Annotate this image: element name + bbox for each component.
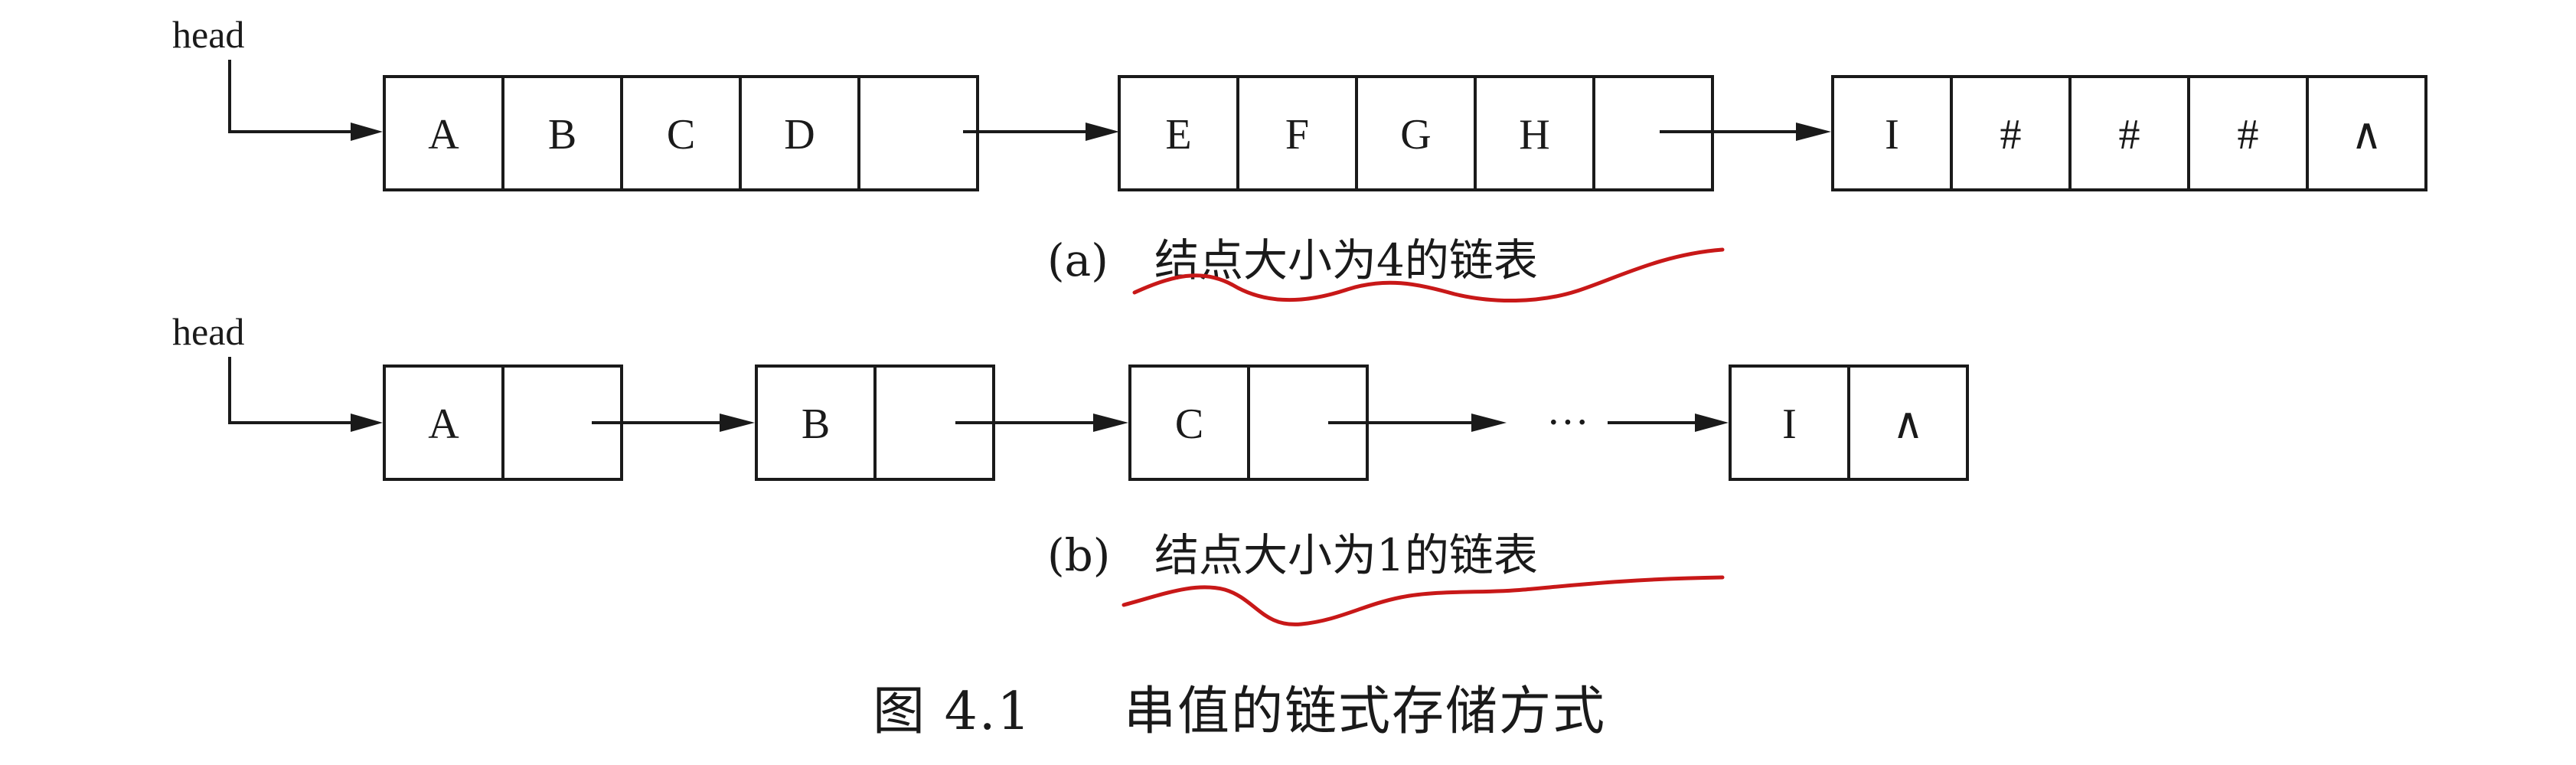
head-label-b: head <box>172 310 244 353</box>
row-a-nodes: A B C D E F G H I # # # ∧ <box>383 75 2427 191</box>
node-cell <box>857 75 979 191</box>
node-cell <box>1236 75 1358 191</box>
node-cell-value: C <box>667 111 695 159</box>
node-cell <box>1729 365 1850 481</box>
node-cell <box>620 75 742 191</box>
node-cell-value: ∧ <box>2351 111 2382 159</box>
node-cell-value: G <box>1400 111 1431 159</box>
list-node: E F G H <box>1118 75 1714 191</box>
node-cell-value: E <box>1165 111 1191 159</box>
link-arrow-b2 <box>955 414 1128 432</box>
node-cell-value: # <box>2119 111 2140 159</box>
list-node: I # # # ∧ <box>1831 75 2427 191</box>
node-cell <box>383 75 504 191</box>
node-cell-value: I <box>1885 111 1899 159</box>
node-cell-value: A <box>428 400 459 448</box>
figure-number: 图 4.1 <box>873 682 1032 742</box>
figure-title: 串值的链式存储方式 <box>1124 682 1606 742</box>
caption-label-b: (b) <box>1047 529 1110 581</box>
node-cell-value: ∧ <box>1892 400 1924 448</box>
node-cell <box>1118 75 1239 191</box>
node-cell-value: B <box>802 400 830 448</box>
node-cell <box>1847 365 1969 481</box>
node-cell <box>1831 75 1953 191</box>
head-pointer-arrow-a <box>228 60 383 141</box>
node-cell <box>755 365 877 481</box>
caption-label-a: (a) <box>1047 234 1108 286</box>
list-node: I∧ <box>1729 365 1969 481</box>
link-arrow-b1 <box>592 414 755 432</box>
node-cell-value: B <box>548 111 576 159</box>
node-cell-value: I <box>1782 400 1797 448</box>
list-node: A <box>383 365 623 481</box>
link-arrow-a2 <box>1660 123 1831 141</box>
node-cell <box>501 75 623 191</box>
node-cell-value: H <box>1519 111 1549 159</box>
list-node: B <box>755 365 995 481</box>
head-pointer-arrow-b <box>228 357 383 432</box>
caption-text-b: 结点大小为1的链表 <box>1154 529 1538 581</box>
node-cell-value: A <box>428 111 459 159</box>
node-cell-value: D <box>784 111 815 159</box>
node-cell <box>1474 75 1595 191</box>
list-node: C <box>1128 365 1369 481</box>
node-cell <box>2306 75 2427 191</box>
link-arrow-b3 <box>1328 414 1507 432</box>
link-arrow-a1 <box>963 123 1119 141</box>
node-cell <box>2187 75 2309 191</box>
head-label-a: head <box>172 13 244 56</box>
annotation-underline-a <box>1132 247 1725 303</box>
node-cell-value: F <box>1285 111 1309 159</box>
node-cell <box>1355 75 1477 191</box>
node-cell-value: # <box>2238 111 2259 159</box>
annotation-underline-b <box>1121 575 1725 626</box>
link-arrow-b4 <box>1608 414 1729 432</box>
node-cell-value: C <box>1175 400 1203 448</box>
node-cell-value: # <box>2000 111 2022 159</box>
ellipsis: ··· <box>1546 399 1589 446</box>
node-cell <box>2068 75 2190 191</box>
list-node: A B C D <box>383 75 979 191</box>
node-cell <box>1128 365 1250 481</box>
